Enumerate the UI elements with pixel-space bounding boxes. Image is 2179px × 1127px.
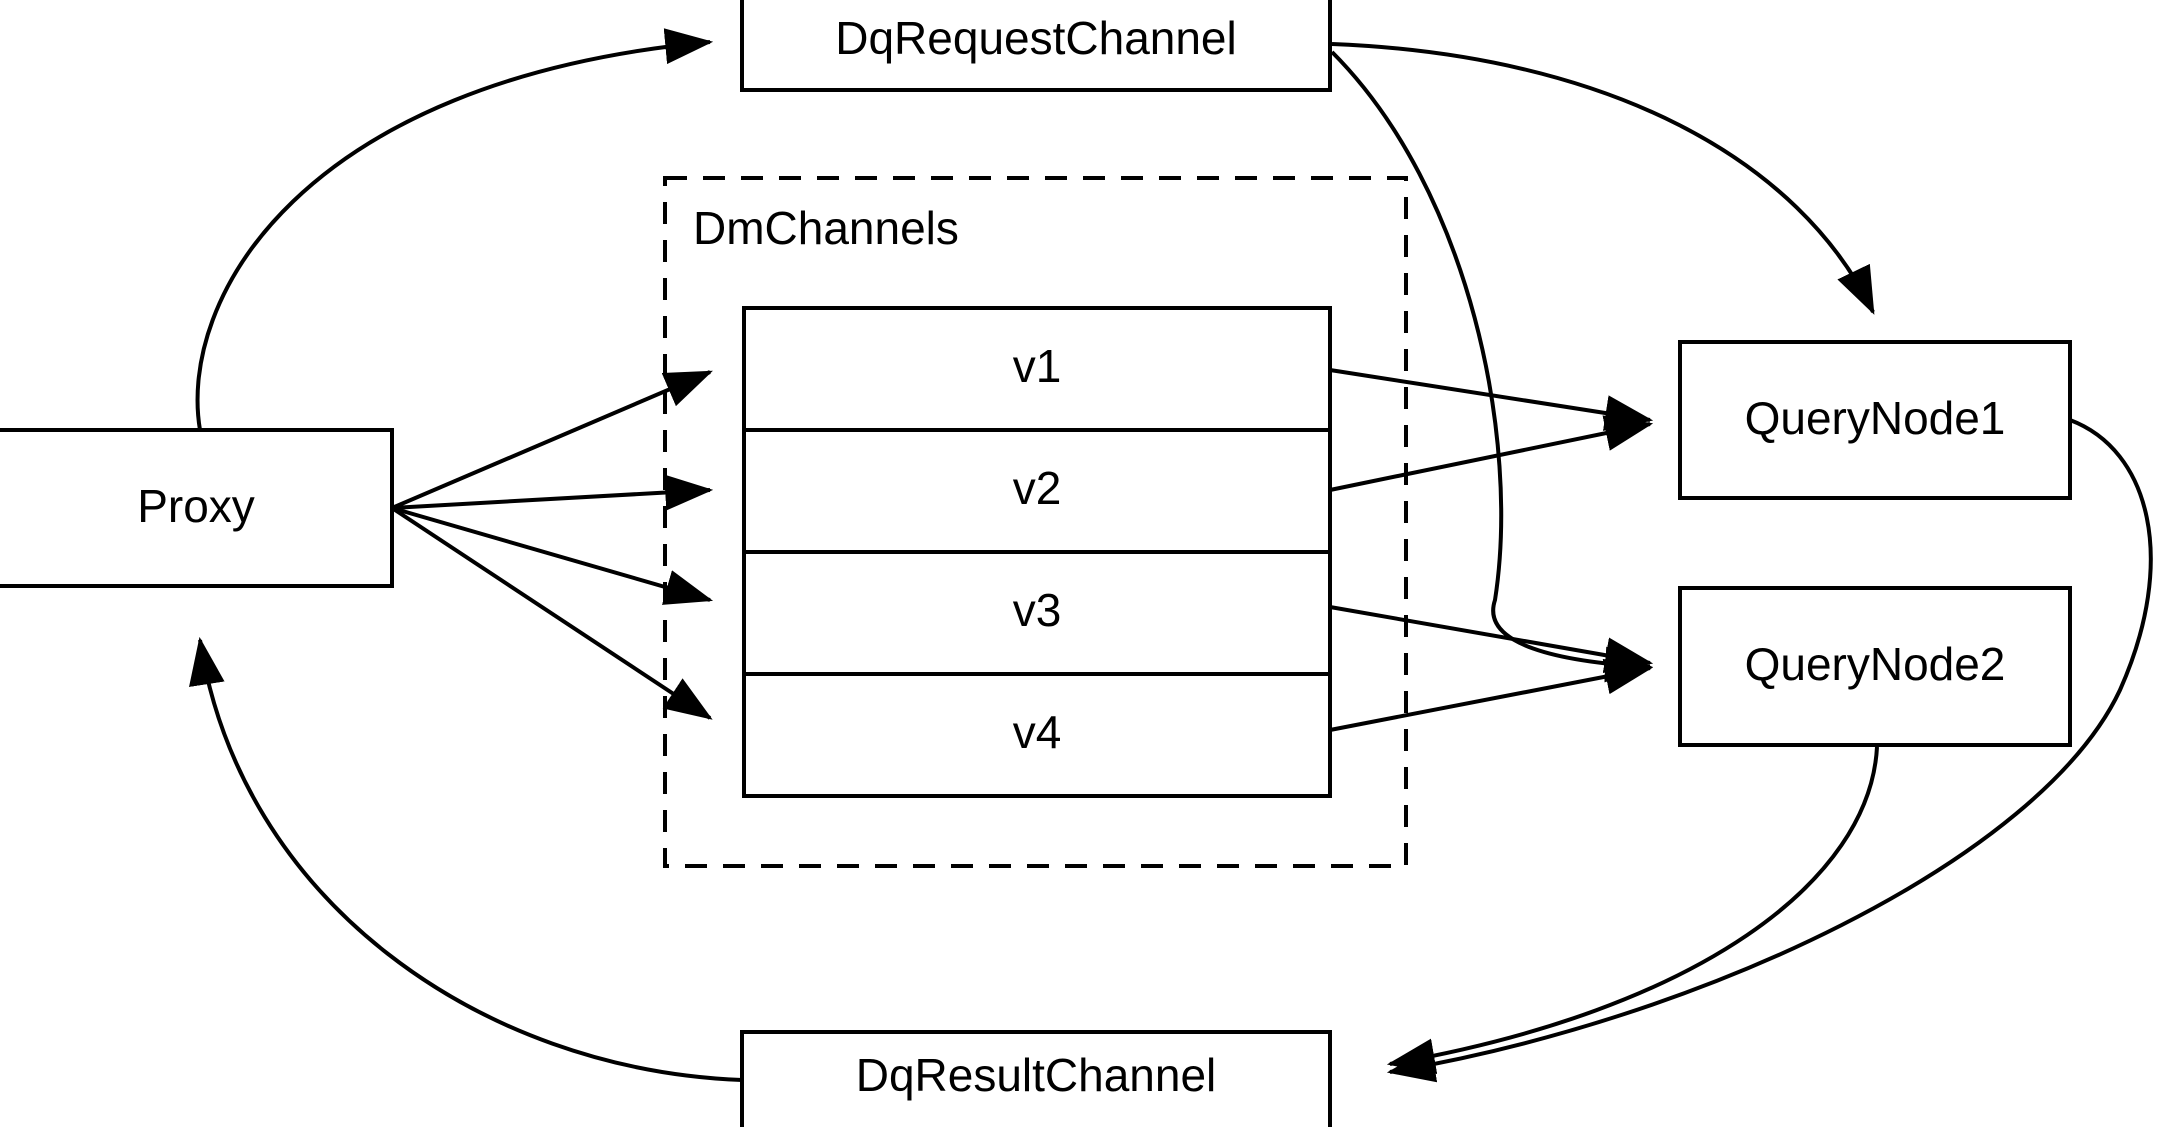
edge-proxy-to-v1 [391,370,713,510]
edge-v1-to-querynode1 [1329,368,1654,431]
edge-proxy-to-dqrequestchannel [195,28,714,431]
edge-dqrequestchannel-to-querynode1 [1331,42,1875,315]
node-querynode1[interactable] [1678,340,2072,500]
edge-proxy-to-v4 [390,506,713,720]
edge-proxy-to-v3 [391,506,714,605]
edge-v3-to-querynode2 [1329,605,1654,674]
node-proxy[interactable] [0,428,394,588]
channel-row-v3: v3 [1013,584,1062,636]
edge-querynode1-to-dqresultchannel [1386,418,2153,1083]
node-dqresultchannel[interactable] [740,1030,1332,1127]
edge-v4-to-querynode2 [1329,658,1654,732]
node-dqrequestchannel-label: DqRequestChannel [835,12,1237,64]
edge-dqresultchannel-to-proxy [189,636,743,1082]
dmchannels-group-box [663,176,1408,868]
dmchannels-group-label: DmChannels [693,202,959,254]
edge-proxy-to-v2 [391,474,714,511]
channel-row-v2: v2 [1013,462,1062,514]
node-querynode2-label: QueryNode2 [1745,638,2006,690]
edge-v2-to-querynode1 [1329,415,1654,492]
node-querynode2[interactable] [1678,586,2072,747]
channel-row-v4: v4 [1013,706,1062,758]
edge-dqrequestchannel-to-querynode2 [1330,50,1654,683]
node-querynode1-label: QueryNode1 [1745,392,2006,444]
channel-row-v1: v1 [1013,340,1062,392]
edge-querynode2-to-dqresultchannel [1386,746,1879,1075]
node-dqrequestchannel[interactable] [740,0,1332,92]
node-proxy-label: Proxy [137,480,255,532]
node-dqresultchannel-label: DqResultChannel [856,1049,1217,1101]
